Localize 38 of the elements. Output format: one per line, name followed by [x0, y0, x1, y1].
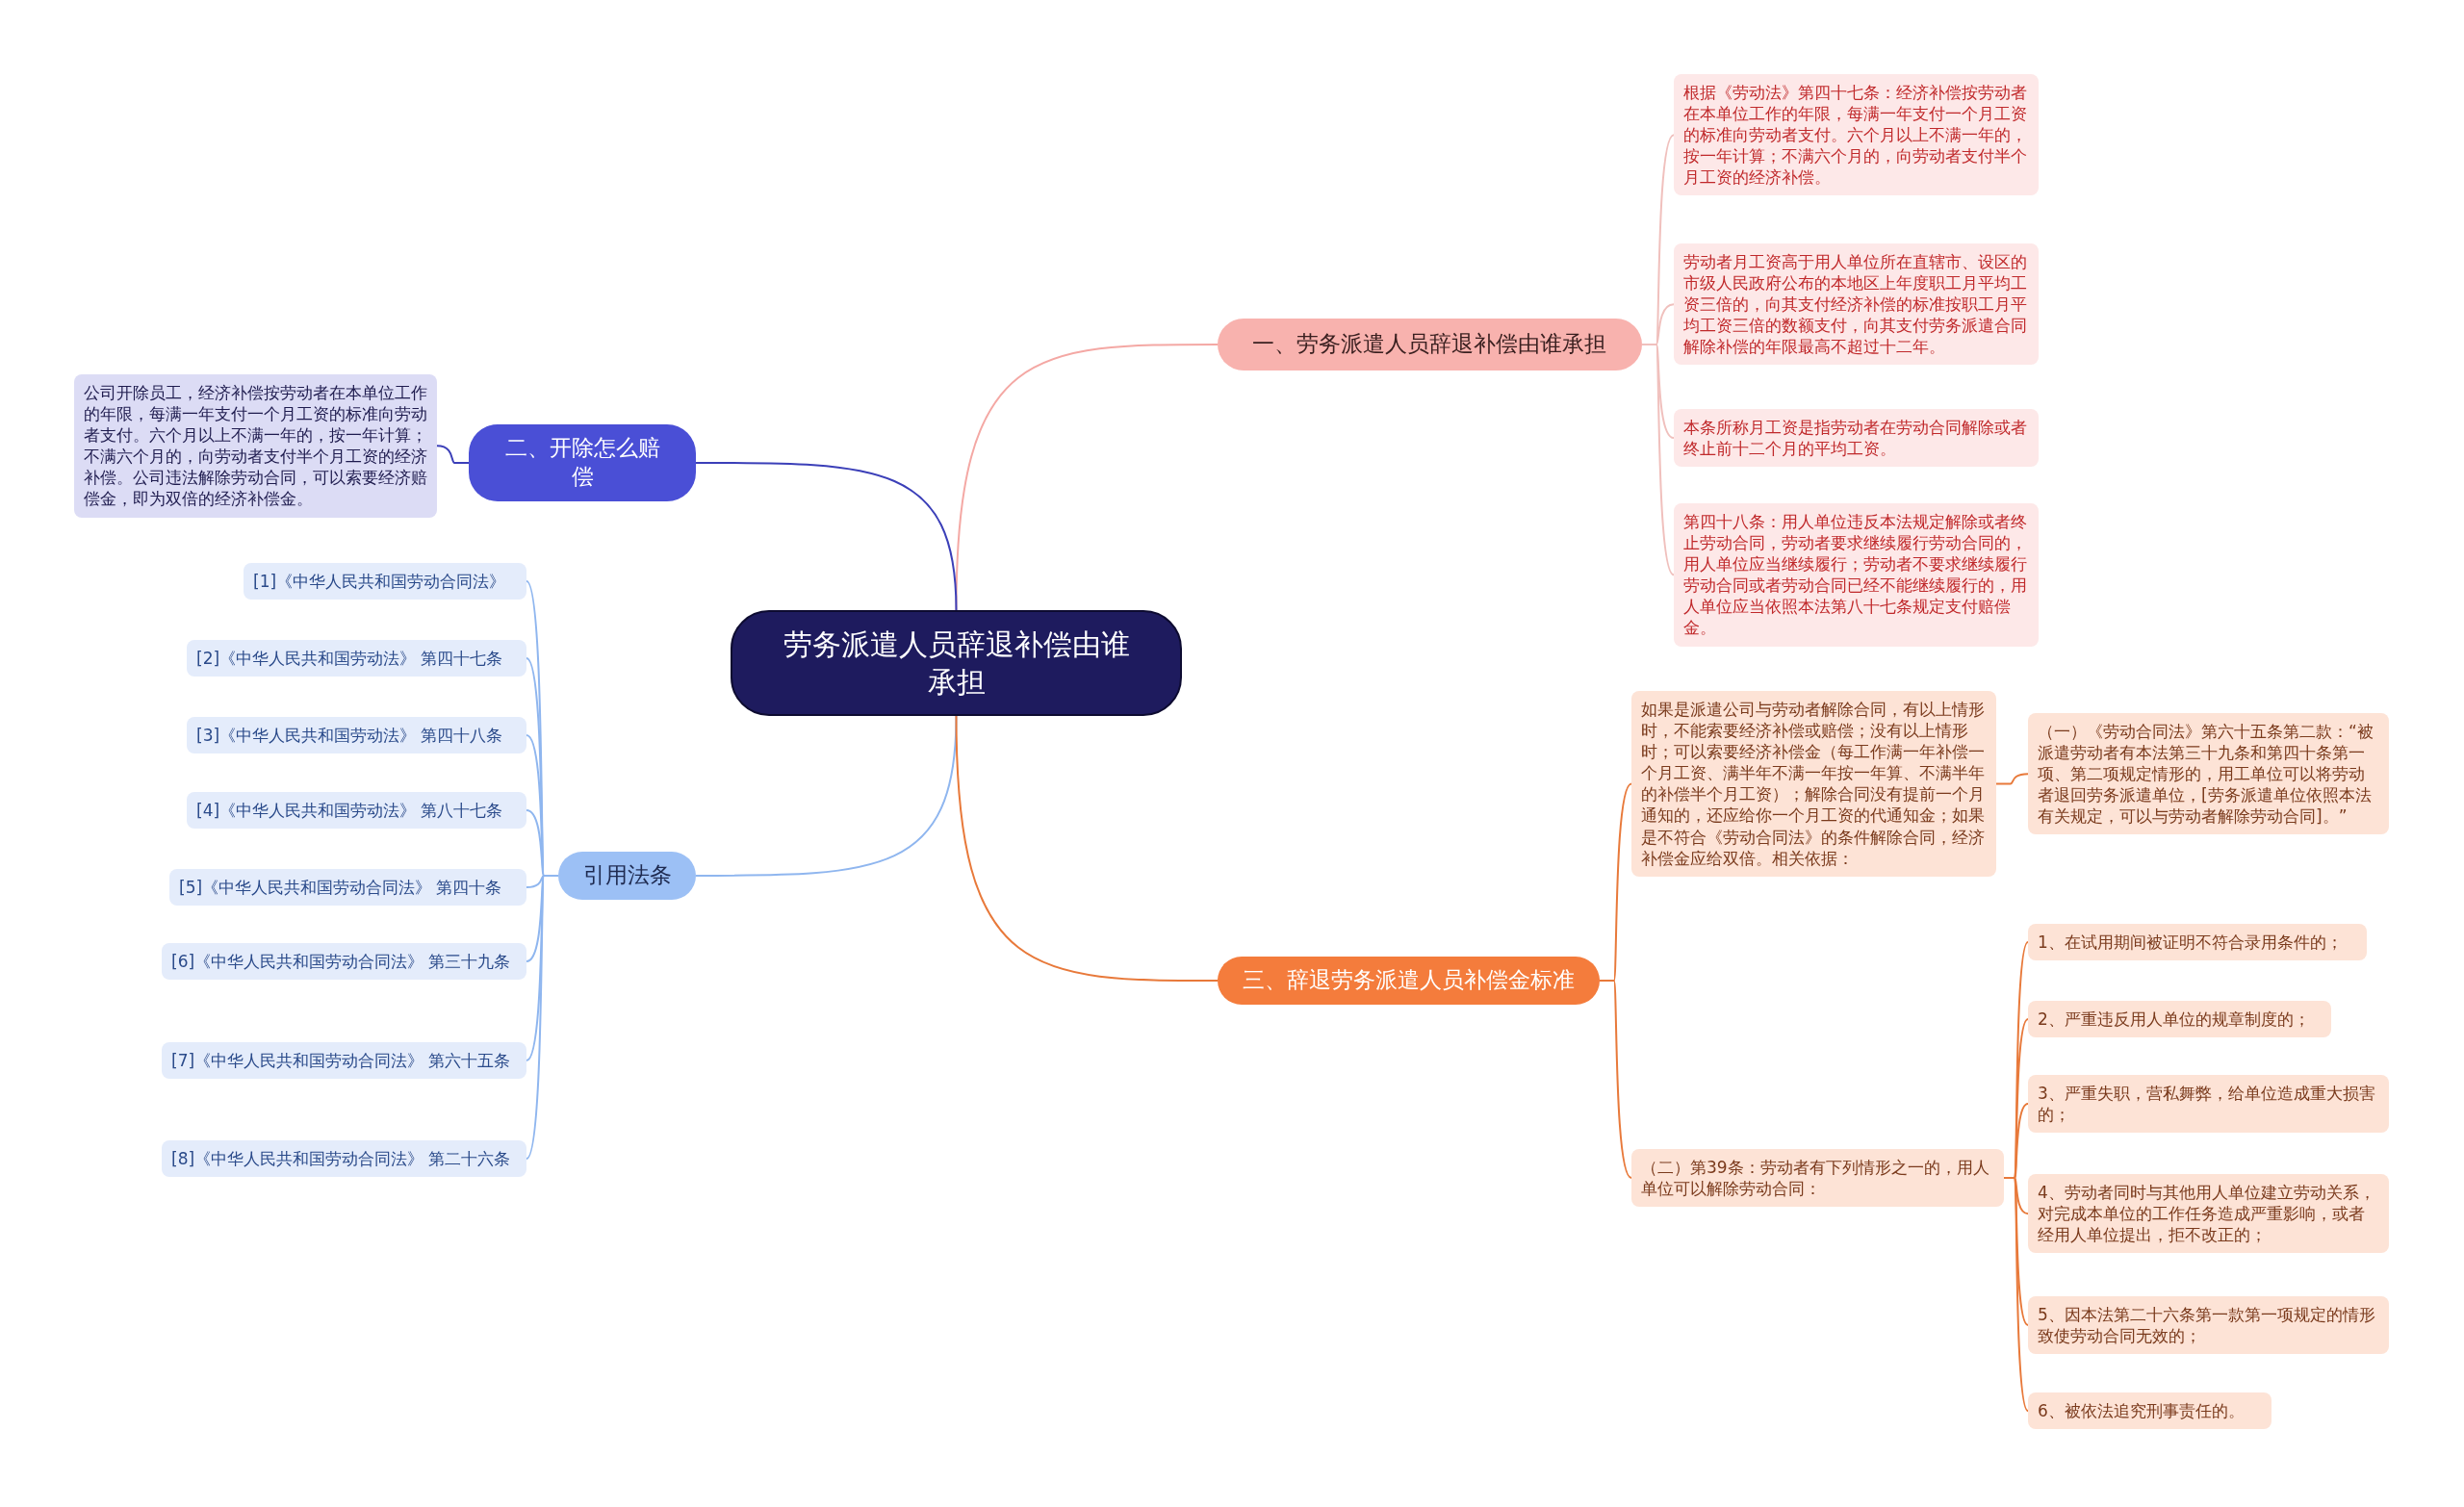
topic-bubble: 引用法条 [558, 852, 696, 900]
connector [695, 715, 958, 877]
reference-card: [3]《中华人民共和国劳动法》 第四十八条 [187, 717, 526, 754]
topic-bubble: 一、劳务派遣人员辞退补偿由谁承担 [1218, 319, 1642, 370]
topic-bubble: 二、开除怎么赔偿 [469, 424, 696, 501]
connector [1641, 343, 1675, 576]
connector [1599, 979, 1632, 1180]
connector [955, 715, 1219, 982]
reference-card: [8]《中华人民共和国劳动合同法》 第二十六条 [162, 1140, 526, 1178]
reference-card: [5]《中华人民共和国劳动合同法》 第四十条 [169, 869, 526, 907]
reference-card: [7]《中华人民共和国劳动合同法》 第六十五条 [162, 1042, 526, 1080]
reference-card: [2]《中华人民共和国劳动法》 第四十七条 [187, 640, 526, 677]
reference-card: [1]《中华人民共和国劳动合同法》 [244, 563, 526, 600]
note-card: 第四十八条：用人单位违反本法规定解除或者终止劳动合同，劳动者要求继续履行劳动合同的，用人单位应当继续履行；劳动者不要求继续履行劳动合同或者劳动合同已经不能继续履行的，用人单位应当依照本法第八十七条规定支付赔偿金。 [1674, 503, 2039, 647]
note-card: 劳动者月工资高于用人单位所在直辖市、设区的市级人民政府公布的本地区上年度职工月平均工资三倍的，向其支付经济补偿的标准按职工月平均工资三倍的数额支付，向其支付劳务派遣合同解除补偿的年限最高不超过十二年。 [1674, 243, 2039, 366]
note-card: 1、在试用期间被证明不符合录用条件的； [2028, 924, 2367, 961]
note-card: 2、严重违反用人单位的规章制度的； [2028, 1001, 2331, 1038]
connector [955, 343, 1219, 611]
note-card: 6、被依法追究刑事责任的。 [2028, 1392, 2272, 1430]
reference-card: [6]《中华人民共和国劳动合同法》 第三十九条 [162, 943, 526, 981]
connector [695, 461, 958, 611]
note-card: （一）《劳动合同法》第六十五条第二款：“被派遣劳动者有本法第三十九条和第四十条第一项、第二项规定情形的，用工单位可以将劳动者退回劳务派遣单位，[劳务派遣单位依照本法有关规定，可以与劳动者解除劳动合同]。” [2028, 713, 2389, 835]
note-card: 如果是派遣公司与劳动者解除合同，有以上情形时，不能索要经济补偿或赔偿；没有以上情形时；可以索要经济补偿金（每工作满一年补偿一个月工资、满半年不满一年按一年算、不满半年的补偿半个月工资）；解除合同没有提前一个月通知的，还应给你一个月工资的代通知金；如果是不符合《劳动合同法》的条件解除合同，经济补偿金应给双倍。相关依据： [1631, 691, 1996, 877]
connector [1995, 773, 2029, 785]
reference-card: [4]《中华人民共和国劳动法》 第八十七条 [187, 792, 526, 830]
topic-bubble: 三、辞退劳务派遣人员补偿金标准 [1218, 957, 1600, 1005]
note-card: 3、严重失职，营私舞弊，给单位造成重大损害的； [2028, 1075, 2389, 1134]
note-card: 公司开除员工，经济补偿按劳动者在本单位工作的年限，每满一年支付一个月工资的标准向劳动者支付。六个月以上不满一年的，按一年计算；不满六个月的，向劳动者支付半个月工资的经济补偿。公司违法解除劳动合同，可以索要经济赔偿金，即为双倍的经济补偿金。 [74, 374, 437, 518]
connector [436, 445, 470, 464]
central-topic: 劳务派遣人员辞退补偿由谁承担 [731, 610, 1182, 716]
note-card: 本条所称月工资是指劳动者在劳动合同解除或者终止前十二个月的平均工资。 [1674, 409, 2039, 468]
note-card: 根据《劳动法》第四十七条：经济补偿按劳动者在本单位工作的年限，每满一年支付一个月工资的标准向劳动者支付。六个月以上不满一年的，按一年计算；不满六个月的，向劳动者支付半个月工资的经济补偿。 [1674, 74, 2039, 196]
note-card: 4、劳动者同时与其他用人单位建立劳动关系，对完成本单位的工作任务造成严重影响，或者经用人单位提出，拒不改正的； [2028, 1174, 2389, 1254]
connector [526, 874, 559, 1161]
connector [526, 874, 559, 963]
note-card: 5、因本法第二十六条第一款第一项规定的情形致使劳动合同无效的； [2028, 1296, 2389, 1355]
connector [2003, 1177, 2029, 1413]
note-card: （二）第39条：劳动者有下列情形之一的，用人单位可以解除劳动合同： [1631, 1149, 2004, 1208]
